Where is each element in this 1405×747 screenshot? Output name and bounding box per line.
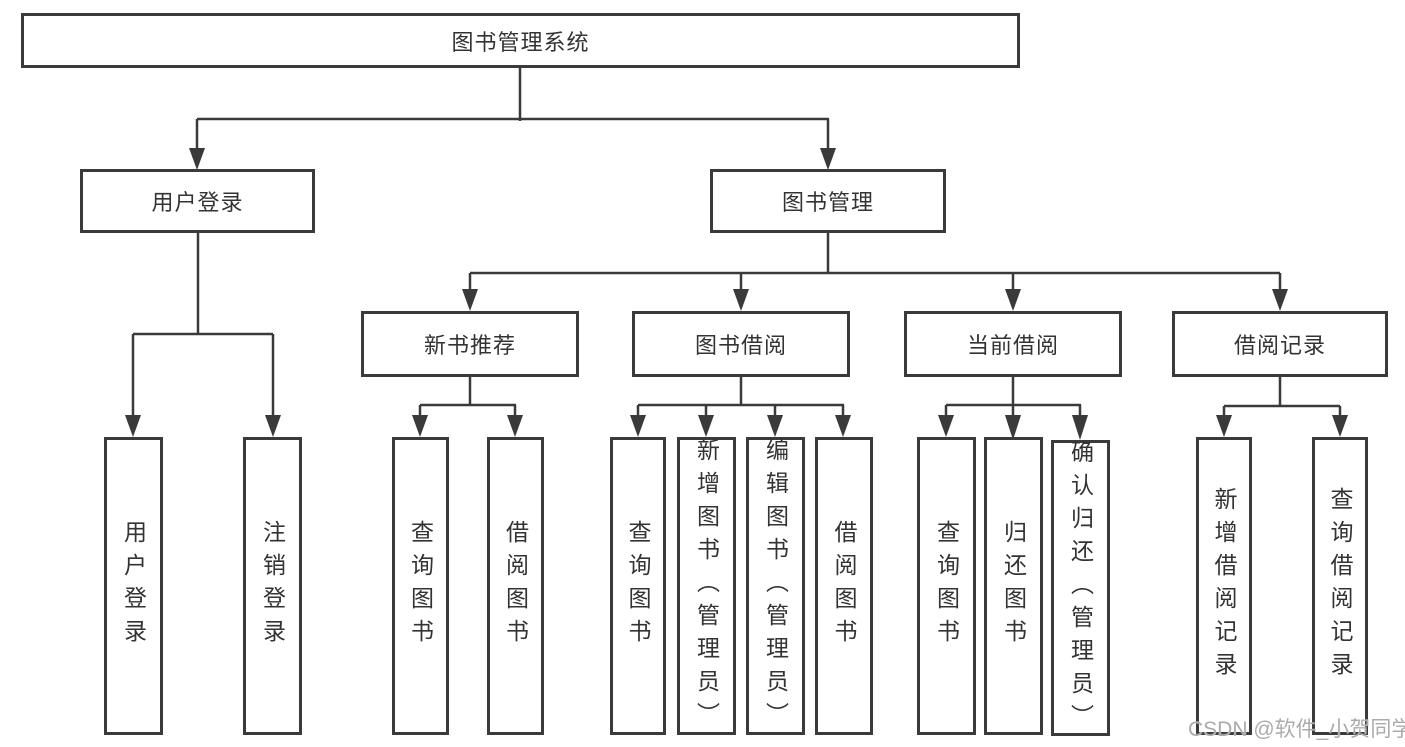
connector-book-borrow-children xyxy=(630,377,851,437)
connector-user-login-children xyxy=(125,233,281,437)
leaf-query-books-current: 查询图书 xyxy=(917,437,976,735)
node-label: 图书管理系统 xyxy=(451,29,590,55)
leaf-label: 查询图书 xyxy=(625,520,651,652)
node-current-borrowing: 当前借阅 xyxy=(904,311,1122,377)
leaf-label: 借阅图书 xyxy=(502,520,529,652)
node-label: 图书管理 xyxy=(781,190,874,215)
node-label: 当前借阅 xyxy=(966,333,1059,358)
leaf-borrow-books-recommend: 借阅图书 xyxy=(487,437,544,735)
leaf-add-books-admin: 新增图书（管理员） xyxy=(677,437,736,735)
leaf-query-books-recommend: 查询图书 xyxy=(392,437,449,735)
leaf-label: 用户登录 xyxy=(120,520,147,652)
leaf-label: 查询图书 xyxy=(407,520,434,652)
node-new-book-recommend: 新书推荐 xyxy=(361,311,579,377)
leaf-query-borrow-record: 查询借阅记录 xyxy=(1312,437,1368,735)
leaf-label: 归还图书 xyxy=(1000,520,1027,652)
node-label: 用户登录 xyxy=(151,190,244,215)
leaf-label: 查询借阅记录 xyxy=(1327,487,1353,685)
leaf-user-login: 用户登录 xyxy=(104,437,163,735)
connector-new-book-children xyxy=(412,377,523,437)
leaf-borrow-books: 借阅图书 xyxy=(815,437,873,735)
leaf-add-borrow-record: 新增借阅记录 xyxy=(1196,437,1252,735)
csdn-watermark: CSDN @软件_小贺同学 xyxy=(1188,718,1405,741)
node-label: 借阅记录 xyxy=(1233,333,1326,358)
leaf-label: 注销登录 xyxy=(259,520,286,652)
leaf-label: 编辑图书（管理员） xyxy=(762,437,789,735)
node-borrow-records: 借阅记录 xyxy=(1172,311,1388,377)
leaf-label: 借阅图书 xyxy=(831,520,857,652)
node-book-management: 图书管理 xyxy=(710,169,946,233)
leaf-logout: 注销登录 xyxy=(243,437,302,735)
leaf-query-books-borrow: 查询图书 xyxy=(610,437,666,735)
connector-book-mgmt-children xyxy=(462,233,1288,311)
node-label: 新书推荐 xyxy=(423,333,516,358)
connector-current-borrow-children xyxy=(938,377,1088,440)
leaf-edit-books-admin: 编辑图书（管理员） xyxy=(746,437,805,735)
leaf-label: 新增图书（管理员） xyxy=(693,437,720,735)
leaf-label: 新增借阅记录 xyxy=(1211,487,1237,685)
leaf-label: 确认归还（管理员） xyxy=(1067,439,1094,737)
node-user-login: 用户登录 xyxy=(80,169,315,233)
node-book-borrowing: 图书借阅 xyxy=(632,311,850,377)
connector-root-to-level2 xyxy=(189,68,836,170)
leaf-confirm-return-admin: 确认归还（管理员） xyxy=(1051,439,1110,737)
node-library-management-system: 图书管理系统 xyxy=(21,13,1020,68)
node-label: 图书借阅 xyxy=(694,333,787,358)
connector-borrow-records-children xyxy=(1216,377,1348,437)
leaf-return-books: 归还图书 xyxy=(984,437,1043,735)
leaf-label: 查询图书 xyxy=(933,520,960,652)
